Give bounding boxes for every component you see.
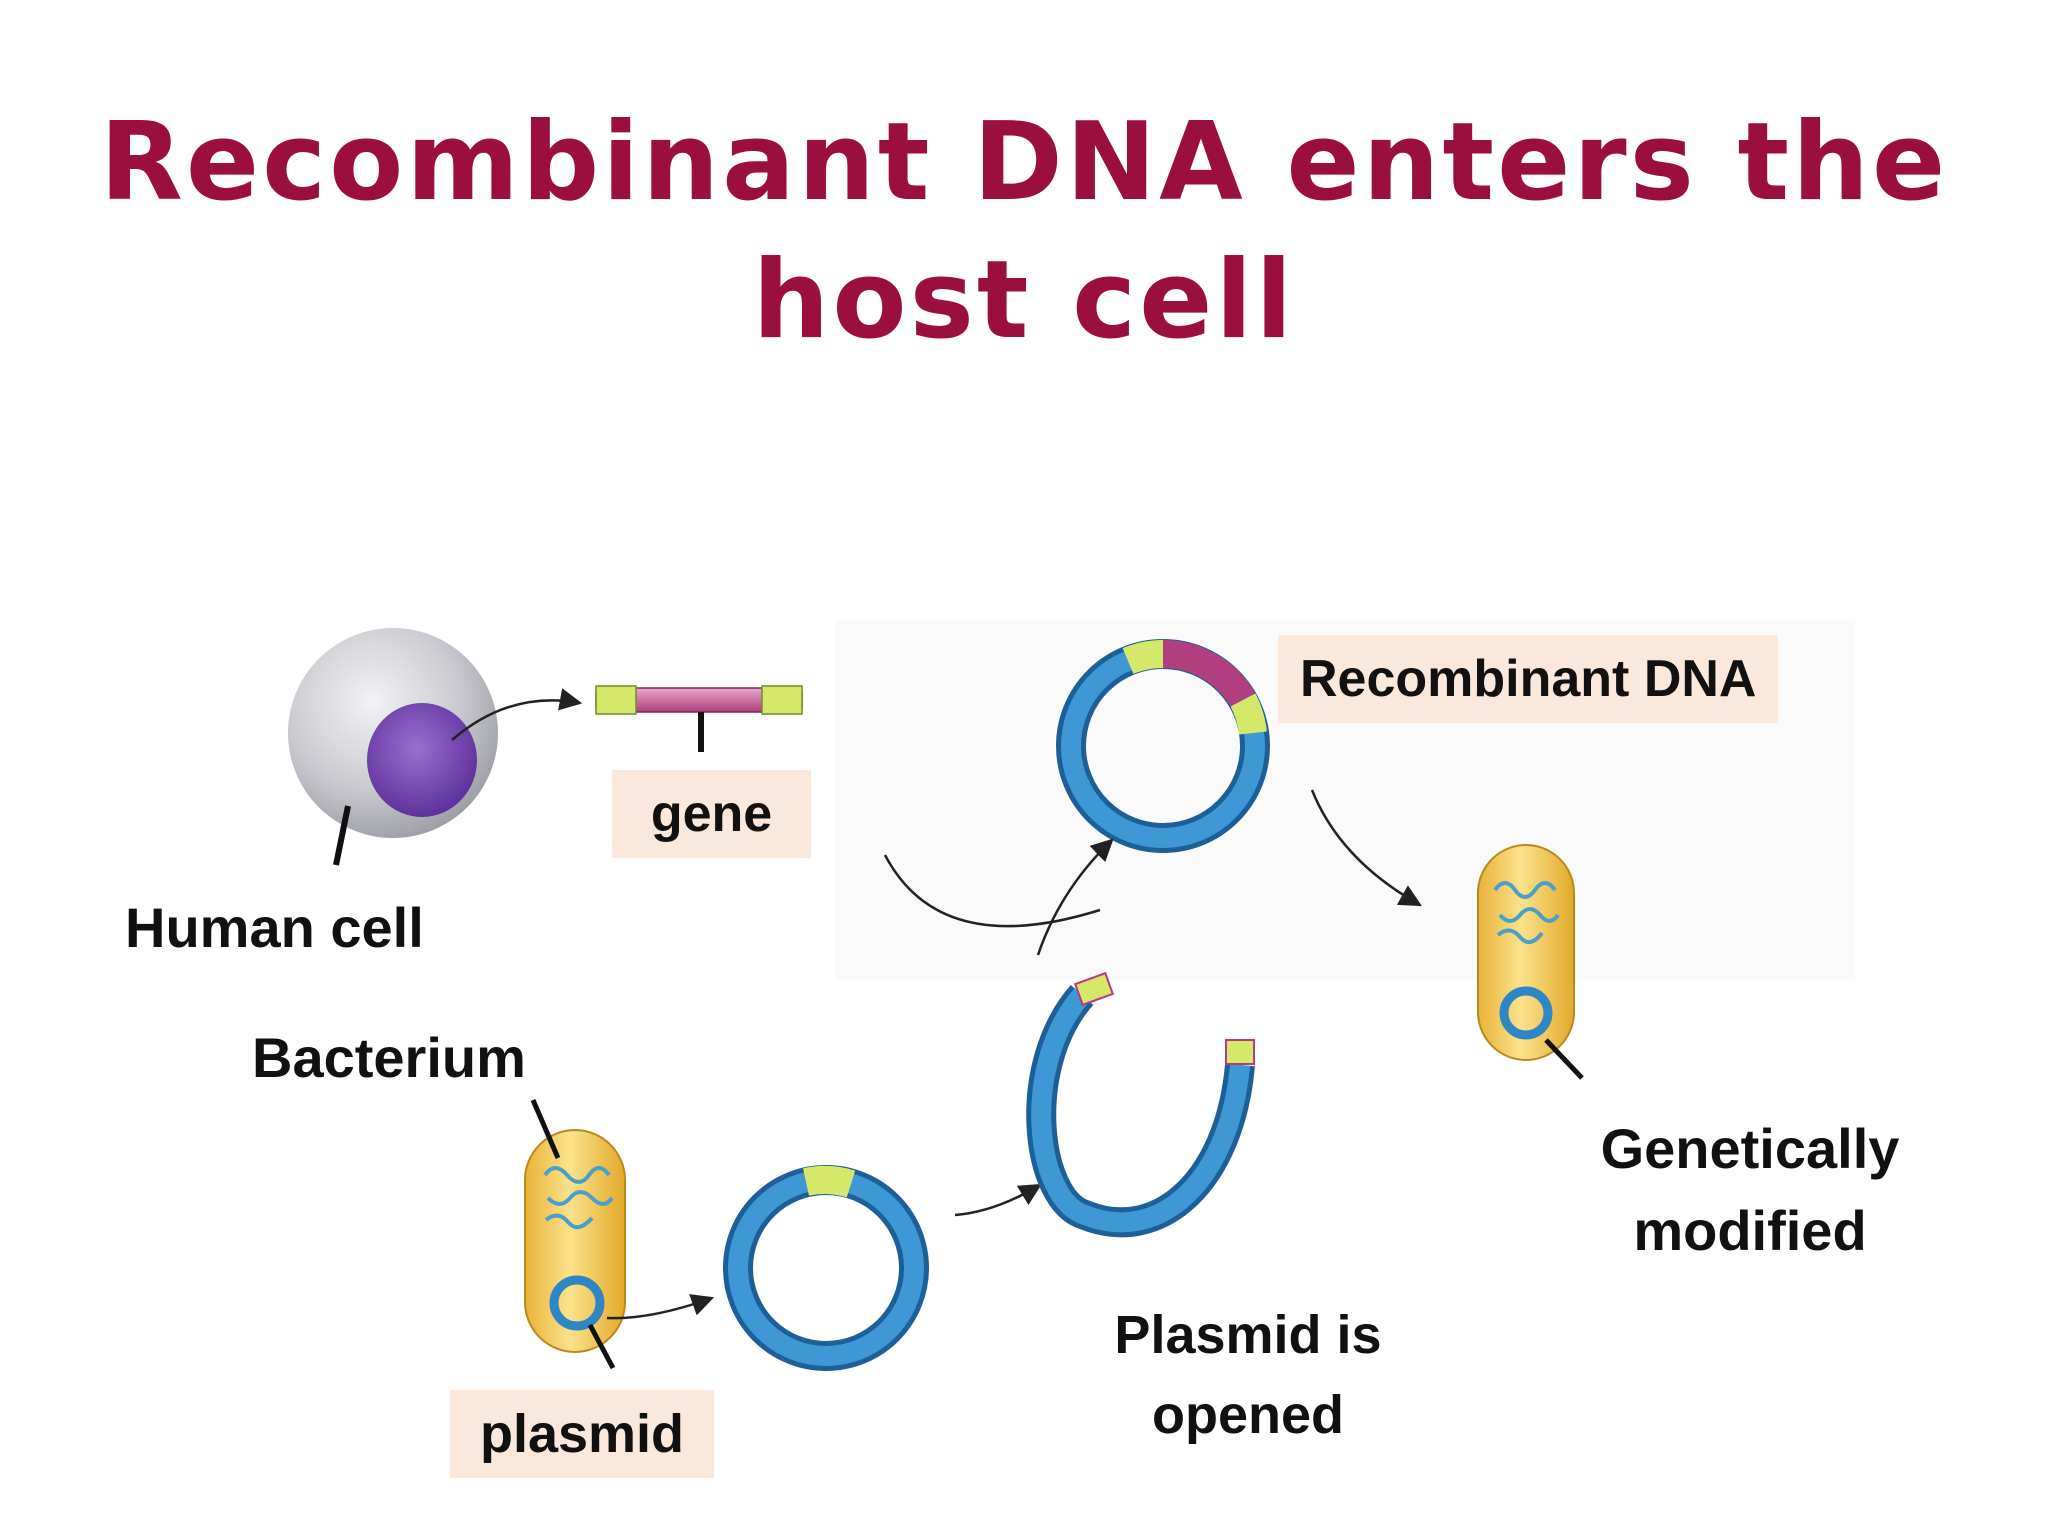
gene-fragment [595,685,803,752]
opened-plasmid [1026,971,1255,1238]
slide-title-line-2: host cell [752,238,1296,363]
plasmid-pointer [587,1323,616,1370]
label-genetically-modified-line-1: Genetically [1600,1117,1900,1180]
label-genetically-modified: Genetically modified [1580,1108,1920,1272]
modified-bacterium-pointer [1544,1038,1584,1080]
label-genetically-modified-line-2: modified [1633,1199,1867,1262]
label-recombinant-dna: Recombinant DNA [1278,635,1779,723]
sticky-end-left [595,685,637,715]
label-plasmid: plasmid [450,1390,714,1478]
label-plasmid-opened: Plasmid is opened [1108,1295,1388,1455]
arrow-gene-join [883,854,1101,928]
bacterial-chromosome [1493,881,1560,945]
recombinant-plasmid [1056,639,1270,853]
nucleus [367,703,477,817]
sticky-end-right [761,685,803,715]
modified-bacterium [1477,844,1584,1080]
isolated-plasmid [723,1165,929,1371]
bacterium [524,1099,626,1370]
inserted-gene-segment [1162,639,1256,708]
bacterium-plasmid [549,1275,605,1331]
arrow-to-modified-bacterium [1310,789,1422,907]
human-cell-pointer [333,805,351,866]
arrow-to-recombinant [1036,838,1114,956]
label-gene: gene [612,770,811,858]
slide-title-line-1: Recombinant DNA enters the [99,100,1949,225]
label-bacterium: Bacterium [252,1026,526,1089]
opened-end-2 [1225,1039,1255,1065]
arrow-cell-to-gene [451,688,583,741]
arrow-to-isolated-plasmid [606,1294,715,1320]
opened-end-1 [1073,971,1115,1007]
insert-junction-2 [1230,693,1267,735]
label-human-cell: Human cell [125,896,424,959]
bacterial-chromosome [543,1166,614,1230]
human-cell [288,628,498,866]
label-plasmid-opened-line-2: opened [1151,1385,1344,1445]
insert-junction-1 [1122,640,1164,675]
modified-plasmid [1499,986,1553,1040]
arrow-to-opened-plasmid [954,1183,1042,1217]
label-plasmid-opened-line-1: Plasmid is [1114,1305,1382,1365]
restriction-site [803,1166,856,1198]
bacterium-pointer [530,1099,561,1159]
